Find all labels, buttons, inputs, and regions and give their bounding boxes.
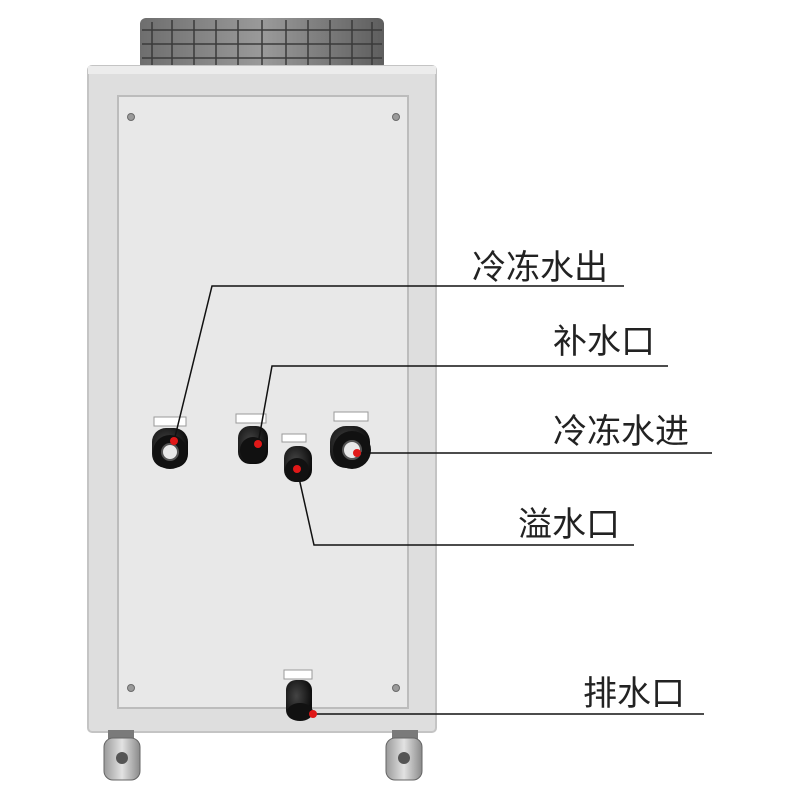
label-overflow: 溢水口 (518, 505, 620, 545)
leader-line-makeup-water (257, 365, 668, 445)
marker-dot-chilled-water-inlet (353, 449, 361, 457)
label-makeup-water: 补水口 (553, 322, 655, 362)
marker-dot-drain (309, 710, 317, 718)
pipe-chilled-water-inlet (330, 426, 371, 469)
pipe-drain (286, 680, 313, 721)
pipe-overflow (284, 446, 312, 482)
caster-right (385, 730, 423, 781)
pipe-nameplates (153, 411, 369, 680)
caster-left (103, 730, 141, 781)
label-chilled-water-inlet: 冷冻水进 (553, 412, 689, 452)
label-chilled-water-outlet: 冷冻水出 (472, 248, 608, 288)
front-panel (117, 95, 409, 709)
marker-dot-makeup-water (254, 440, 262, 448)
marker-dot-chilled-water-outlet (170, 437, 178, 445)
pipe-makeup-water (238, 426, 268, 464)
leader-line-chilled-water-outlet (173, 285, 624, 442)
marker-dots (170, 437, 361, 718)
callout-lines (173, 285, 712, 715)
fan-guard (140, 18, 384, 70)
label-drain: 排水口 (583, 674, 685, 714)
leader-line-overflow (296, 468, 634, 546)
pipe-chilled-water-outlet (152, 428, 188, 469)
marker-dot-overflow (293, 465, 301, 473)
panel-screws (127, 113, 400, 692)
